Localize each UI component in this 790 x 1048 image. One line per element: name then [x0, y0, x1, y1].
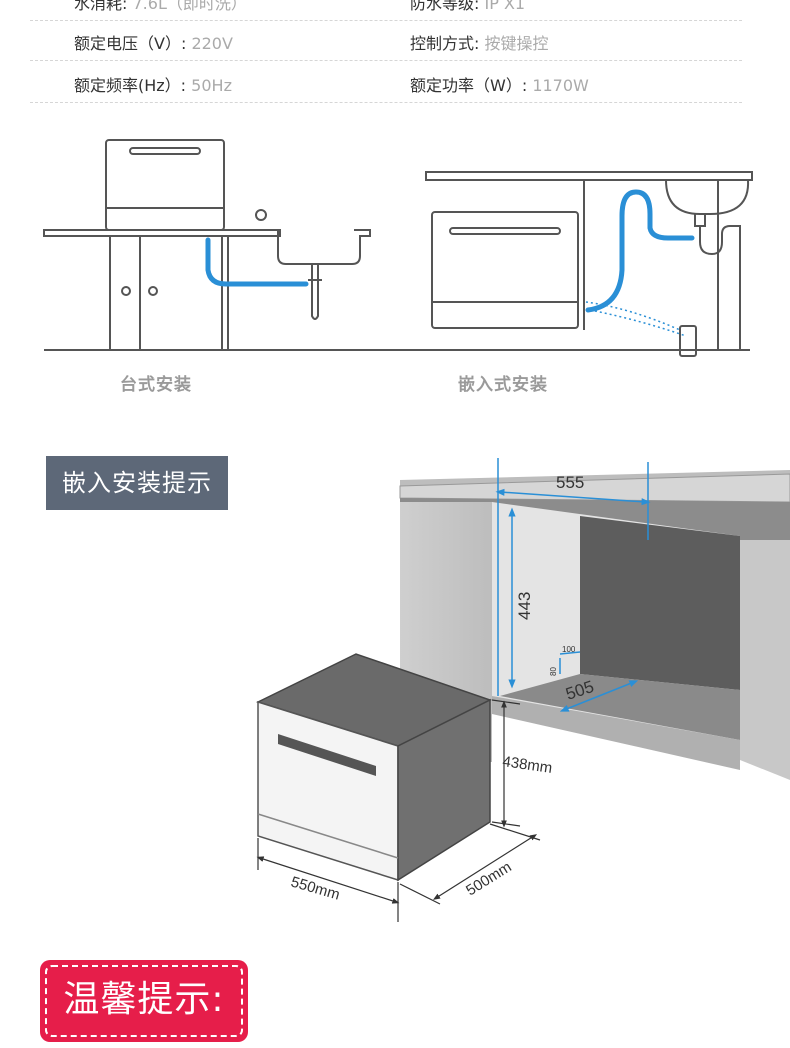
- builtin-install-caption: 嵌入式安装: [458, 375, 548, 395]
- countertop-install-illustration: [43, 139, 750, 351]
- warm-tip-banner: 温馨提示:: [40, 960, 248, 1042]
- dim-small-100: 100: [562, 645, 576, 654]
- countertop-drain-pipe: [205, 237, 309, 287]
- spec-row-2: 额定电压（V）: 220V 控制方式: 按键操控: [30, 20, 742, 61]
- spec-rated-power: 额定功率（W）: 1170W: [410, 76, 589, 95]
- dim-small-80: 80: [549, 667, 558, 676]
- dim-machine-height: 438mm: [501, 753, 553, 777]
- builtin-drain-pipe: [585, 189, 695, 313]
- install-tip-banner: 嵌入安装提示: [46, 456, 228, 510]
- spec-row-1: 水消耗: 7.6L（即时洗） 防水等级: IP X1: [30, 0, 742, 21]
- builtin-install-illustration: [425, 171, 753, 357]
- spec-water-consumption: 水消耗: 7.6L（即时洗）: [74, 0, 247, 13]
- dim-machine-width: 550mm: [289, 874, 342, 904]
- spec-rated-voltage: 额定电压（V）: 220V: [74, 34, 233, 53]
- spec-rated-frequency: 额定频率(Hz）: 50Hz: [74, 76, 232, 95]
- dim-cabinet-width: 555: [556, 473, 584, 492]
- spec-row-3: 额定频率(Hz）: 50Hz 额定功率（W）: 1170W: [30, 62, 742, 103]
- warm-tip-label: 温馨提示:: [45, 965, 243, 1037]
- spec-waterproof-grade: 防水等级: IP X1: [410, 0, 526, 13]
- installation-diagram: [43, 139, 753, 357]
- dim-cabinet-height: 443: [515, 592, 534, 620]
- countertop-install-caption: 台式安装: [120, 375, 192, 395]
- dishwasher: [255, 653, 492, 882]
- dimension-drawing: 555 443 505 100 80 438mm 550mm 500mm: [255, 458, 790, 922]
- spec-control-method: 控制方式: 按键操控: [410, 34, 549, 53]
